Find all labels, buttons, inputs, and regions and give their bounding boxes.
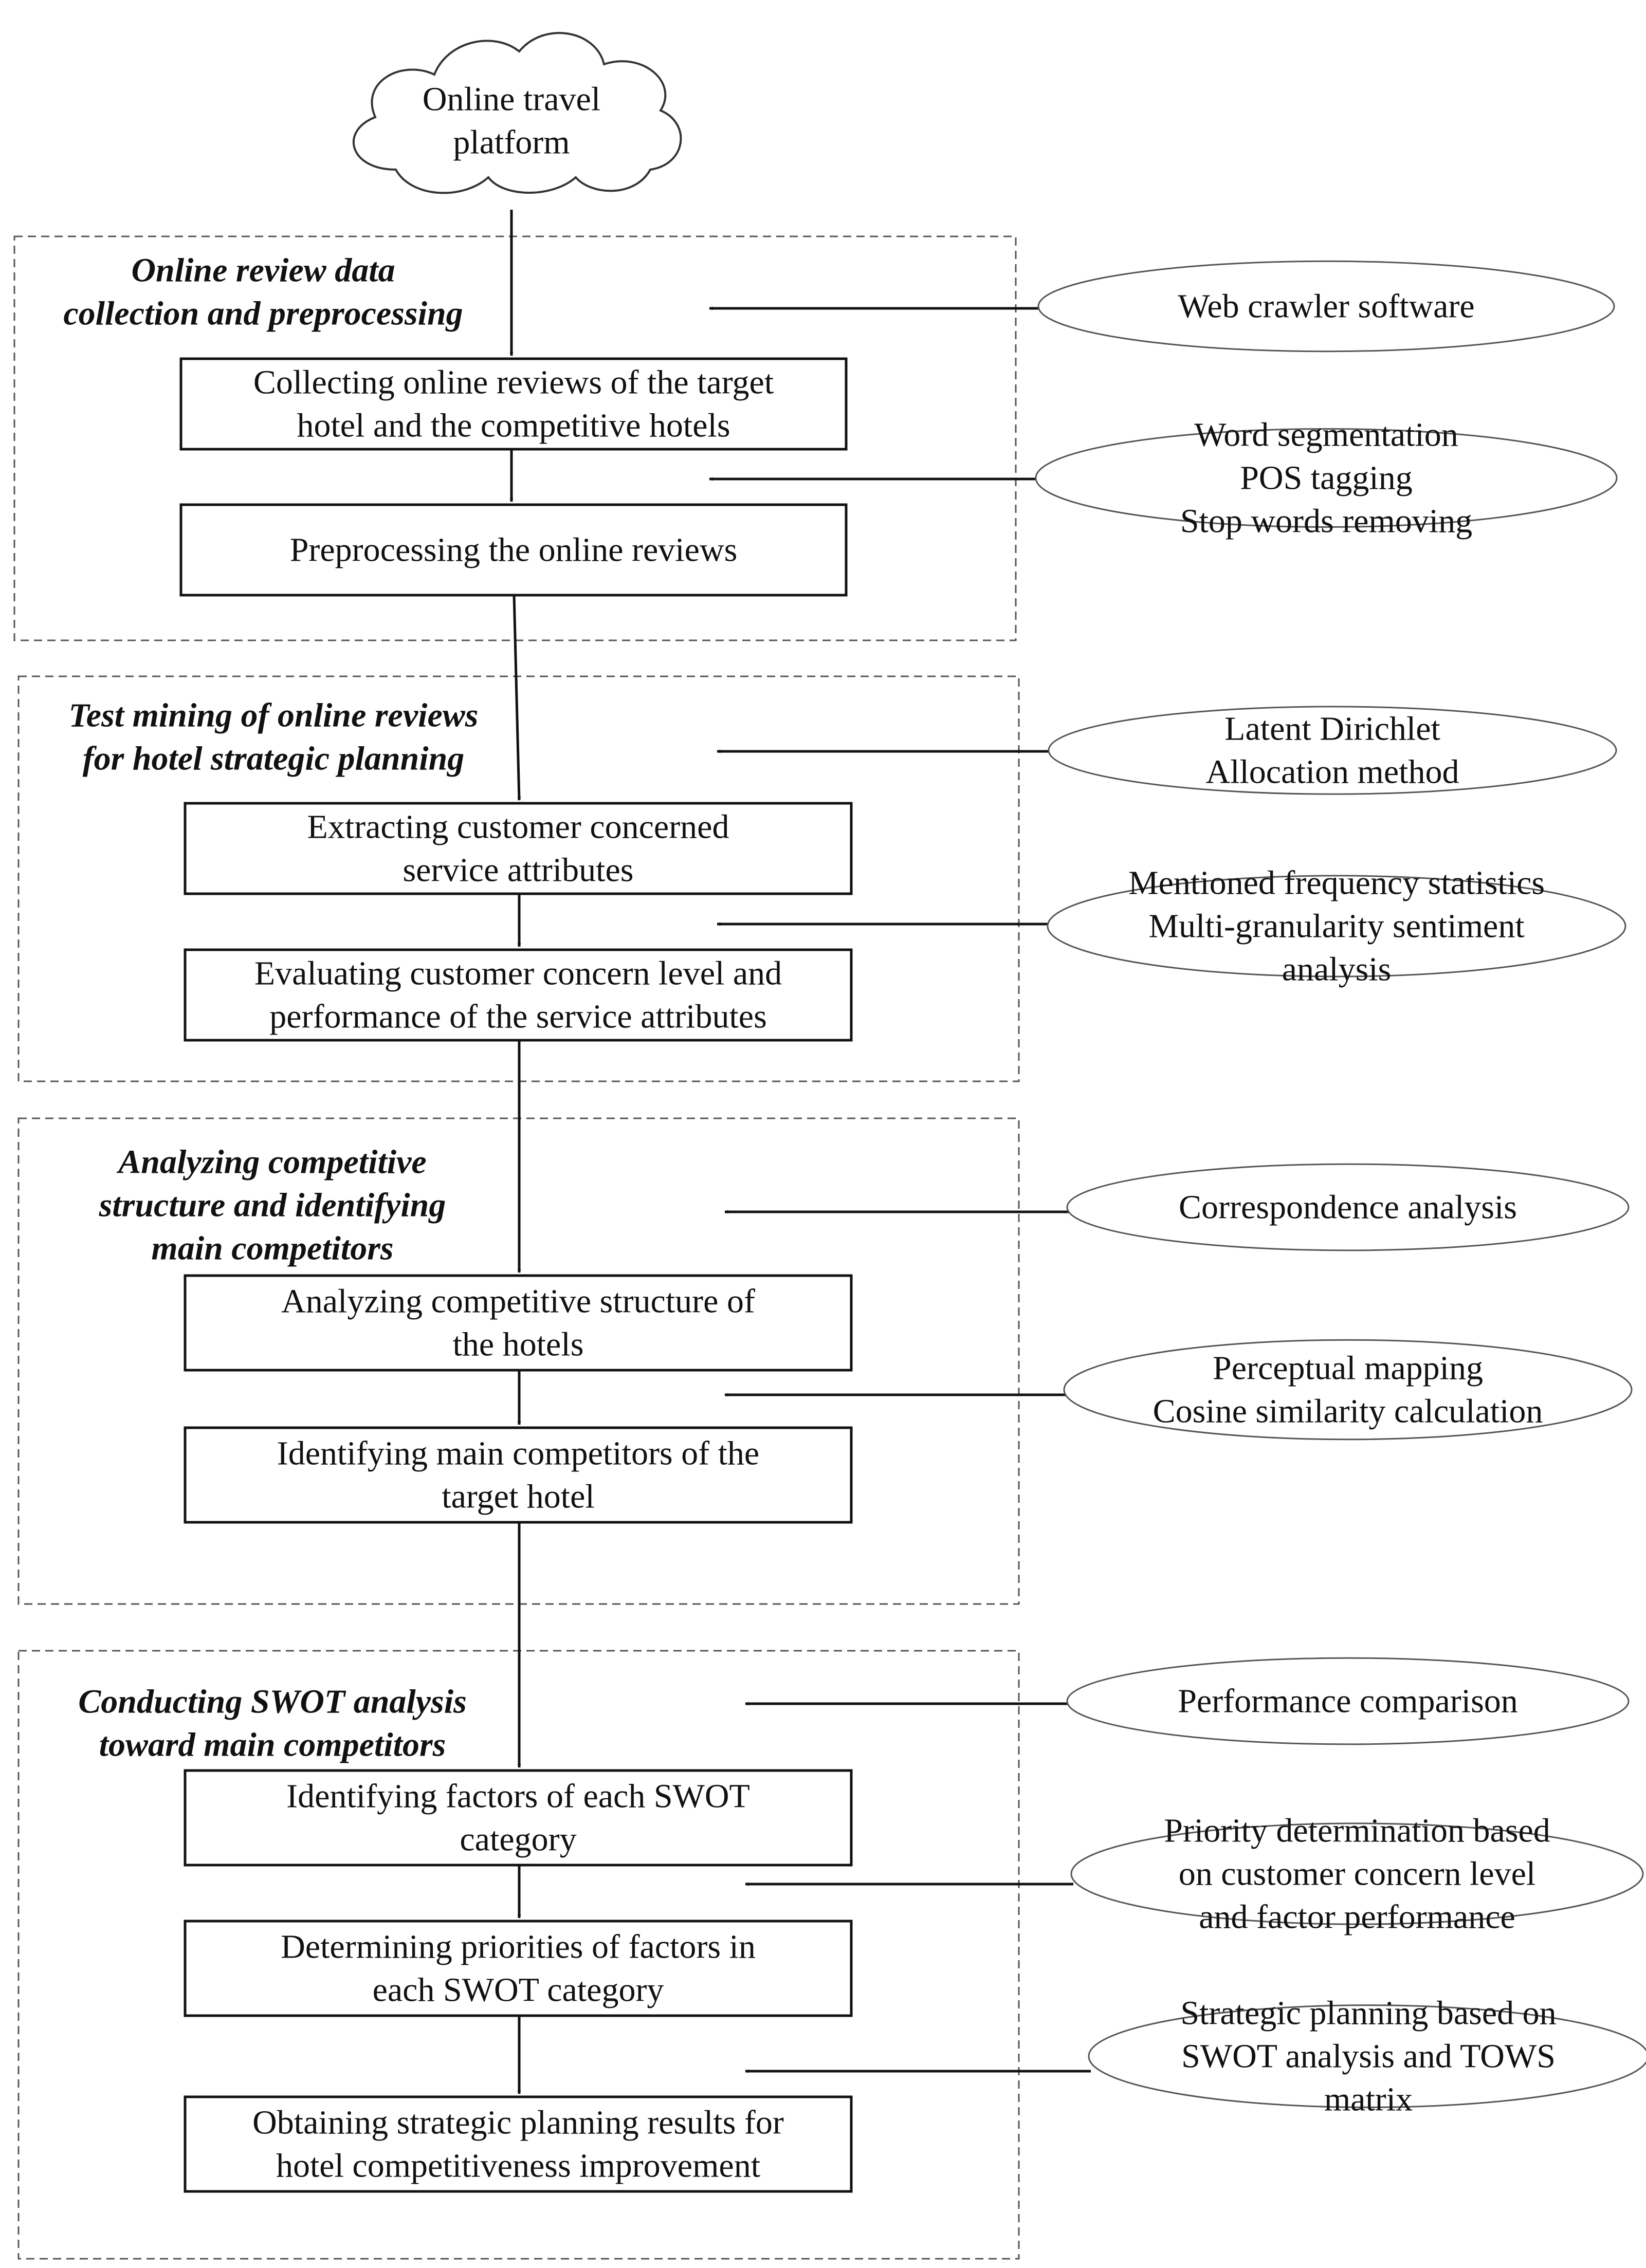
step-box-2-1 xyxy=(184,802,853,895)
connectors xyxy=(509,210,1091,2094)
method-label-1-1: Web crawler software xyxy=(1178,288,1474,325)
step-label-4-1-line: category xyxy=(460,1821,576,1858)
section-4-title: Conducting SWOT analysis toward main comp… xyxy=(78,1683,467,1764)
step-label-2-1: Extracting customer concerned service att… xyxy=(307,808,729,889)
step-label-2-2: Evaluating customer concern level and per… xyxy=(254,955,782,1036)
step-label-4-2-line: each SWOT category xyxy=(373,1971,664,2009)
step-box-2-2 xyxy=(184,948,853,1042)
method-label-4-3: Strategic planning based on SWOT analysis… xyxy=(1180,1995,1556,2118)
section-2-title-line: for hotel strategic planning xyxy=(83,740,465,778)
step-label-4-1: Identifying factors of each SWOT category xyxy=(286,1778,750,1858)
section-3-title-line: structure and identifying xyxy=(99,1187,446,1224)
step-label-3-2-line: target hotel xyxy=(442,1478,595,1516)
method-label-2-2-line: Multi-granularity sentiment xyxy=(1148,908,1524,945)
method-oval-1-2 xyxy=(1035,428,1618,528)
section-4-title-line: Conducting SWOT analysis xyxy=(78,1683,467,1721)
method-label-3-1: Correspondence analysis xyxy=(1179,1189,1517,1226)
method-oval-3-1 xyxy=(1066,1163,1630,1251)
method-label-4-2: Priority determination based on customer … xyxy=(1164,1812,1550,1936)
method-label-3-2-line: Perceptual mapping xyxy=(1213,1350,1483,1387)
step-label-1-2-line: Preprocessing the online reviews xyxy=(290,531,738,569)
step-label-1-2: Preprocessing the online reviews xyxy=(290,531,738,569)
step-label-1-1-line: Collecting online reviews of the target xyxy=(253,364,774,401)
step-label-3-2-line: Identifying main competitors of the xyxy=(277,1435,759,1472)
method-label-1-2-line: POS tagging xyxy=(1240,459,1413,497)
step-box-4-1 xyxy=(184,1769,853,1867)
step-label-4-3-line: Obtaining strategic planning results for xyxy=(252,2104,784,2142)
method-label-4-3-line: Strategic planning based on xyxy=(1180,1995,1556,2032)
step-box-4-2 xyxy=(184,1920,853,2017)
method-label-2-2-line: Mentioned frequency statistics xyxy=(1128,864,1545,902)
method-oval-4-2 xyxy=(1070,1822,1644,1925)
method-oval-2-2 xyxy=(1047,875,1626,978)
method-label-1-2-line: Stop words removing xyxy=(1180,503,1472,540)
method-label-3-1-line: Correspondence analysis xyxy=(1179,1189,1517,1226)
step-box-4-3 xyxy=(184,2095,853,2193)
method-oval-4-3 xyxy=(1088,2004,1646,2108)
step-label-4-2-line: Determining priorities of factors in xyxy=(281,1928,756,1966)
section-3-title-line: Analyzing competitive xyxy=(116,1144,426,1181)
online-travel-platform-label-line: platform xyxy=(453,124,570,161)
step-label-3-1: Analyzing competitive structure of the ho… xyxy=(281,1283,755,1363)
online-travel-platform-cloud xyxy=(353,32,682,194)
section-2-title: Test mining of online reviews for hotel s… xyxy=(69,697,479,778)
step-label-4-1-line: Identifying factors of each SWOT xyxy=(286,1778,750,1815)
method-label-4-1: Performance comparison xyxy=(1178,1683,1518,1720)
method-label-2-1-line: Latent Dirichlet xyxy=(1224,710,1440,748)
step-label-1-1-line: hotel and the competitive hotels xyxy=(297,407,730,445)
method-label-4-2-line: and factor performance xyxy=(1199,1898,1515,1936)
online-travel-platform-label-line: Online travel xyxy=(423,81,600,118)
section-3-title-line: main competitors xyxy=(151,1230,393,1267)
online-travel-platform-label: Online travel platform xyxy=(423,81,600,161)
step-box-3-1 xyxy=(184,1274,853,1372)
method-oval-1-1 xyxy=(1037,260,1615,353)
method-label-1-2-line: Word segmentation xyxy=(1194,416,1458,454)
method-oval-4-1 xyxy=(1066,1657,1630,1745)
step-label-2-1-line: Extracting customer concerned xyxy=(307,808,729,846)
section-1-title-line: Online review data xyxy=(131,252,395,289)
method-label-2-1-line: Allocation method xyxy=(1205,753,1459,791)
step-label-3-1-line: Analyzing competitive structure of xyxy=(281,1283,755,1320)
section-1-title-line: collection and preprocessing xyxy=(63,295,463,333)
method-label-4-1-line: Performance comparison xyxy=(1178,1683,1518,1720)
method-label-4-3-line: matrix xyxy=(1324,2081,1413,2118)
section-4-title-line: toward main competitors xyxy=(99,1726,446,1764)
step-label-3-1-line: the hotels xyxy=(453,1326,584,1363)
step-box-3-2 xyxy=(184,1426,853,1524)
step-label-2-1-line: service attributes xyxy=(403,852,634,889)
section-1-title: Online review data collection and preproc… xyxy=(63,252,463,333)
method-label-2-2: Mentioned frequency statisticsMulti-gran… xyxy=(1128,864,1545,988)
method-label-3-2-line: Cosine similarity calculation xyxy=(1153,1393,1543,1430)
step-box-1-1 xyxy=(179,357,848,451)
method-oval-2-1 xyxy=(1048,706,1617,795)
step-label-2-2-line: performance of the service attributes xyxy=(269,998,767,1036)
step-box-1-2 xyxy=(179,503,848,597)
section-2-title-line: Test mining of online reviews xyxy=(69,697,479,734)
method-label-4-3-line: SWOT analysis and TOWS xyxy=(1181,2038,1556,2075)
step-label-4-3: Obtaining strategic planning results for… xyxy=(252,2104,784,2185)
step-label-4-3-line: hotel competitiveness improvement xyxy=(276,2147,760,2185)
flow-arrow-3 xyxy=(513,595,521,801)
method-oval-3-2 xyxy=(1063,1339,1633,1441)
step-label-2-2-line: Evaluating customer concern level and xyxy=(254,955,782,992)
method-label-4-2-line: on customer concern level xyxy=(1179,1855,1536,1893)
method-label-1-1-line: Web crawler software xyxy=(1178,288,1474,325)
method-label-2-2-line: analysis xyxy=(1282,951,1392,988)
step-label-3-2: Identifying main competitors of the targe… xyxy=(277,1435,759,1516)
step-label-4-2: Determining priorities of factors in each… xyxy=(281,1928,756,2009)
method-label-4-2-line: Priority determination based xyxy=(1164,1812,1550,1850)
step-label-1-1: Collecting online reviews of the target h… xyxy=(253,364,774,445)
section-3-title: Analyzing competitive structure and ident… xyxy=(99,1144,446,1267)
